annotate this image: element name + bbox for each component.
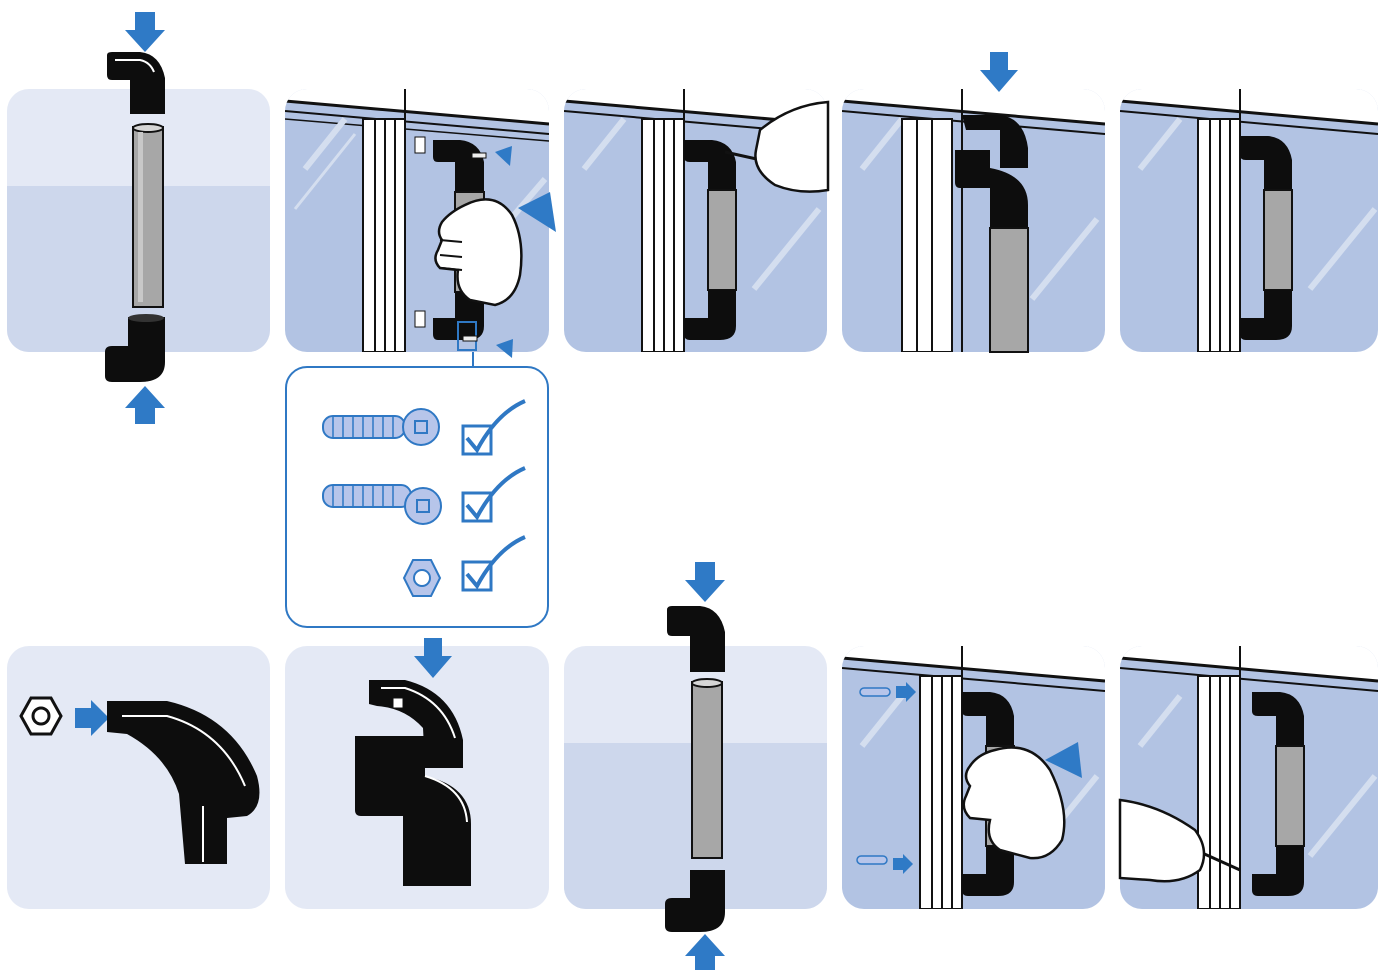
panel-background <box>7 89 270 352</box>
hex-nut-icon <box>404 560 440 596</box>
step-panel-top-5 <box>1120 89 1378 352</box>
step-panel-top-3 <box>564 89 827 352</box>
right-arrow-icon <box>75 700 109 736</box>
down-arrow-icon <box>125 12 165 52</box>
step-panel-bottom-4 <box>842 646 1105 909</box>
hardware-checklist <box>285 366 549 628</box>
long-bolt-icon <box>323 409 439 445</box>
step-panel-top-4 <box>842 89 1105 352</box>
step-panel-top-1 <box>7 89 270 352</box>
down-arrow-icon <box>980 52 1018 92</box>
up-arrow-icon <box>685 934 725 970</box>
step-panel-top-2 <box>285 89 549 352</box>
checkbox-checked-icon <box>463 537 525 590</box>
short-bolt-icon <box>323 485 441 524</box>
checkbox-checked-icon <box>463 468 525 521</box>
step-panel-bottom-1 <box>7 646 270 909</box>
step-panel-bottom-3 <box>564 646 827 909</box>
hex-nut-icon <box>21 698 61 734</box>
step-panel-bottom-5 <box>1120 646 1378 909</box>
step-panel-bottom-2 <box>285 646 549 909</box>
down-arrow-icon <box>685 562 725 602</box>
up-arrow-icon <box>125 386 165 424</box>
handle-cap-part <box>107 701 259 864</box>
checkbox-checked-icon <box>463 401 525 454</box>
